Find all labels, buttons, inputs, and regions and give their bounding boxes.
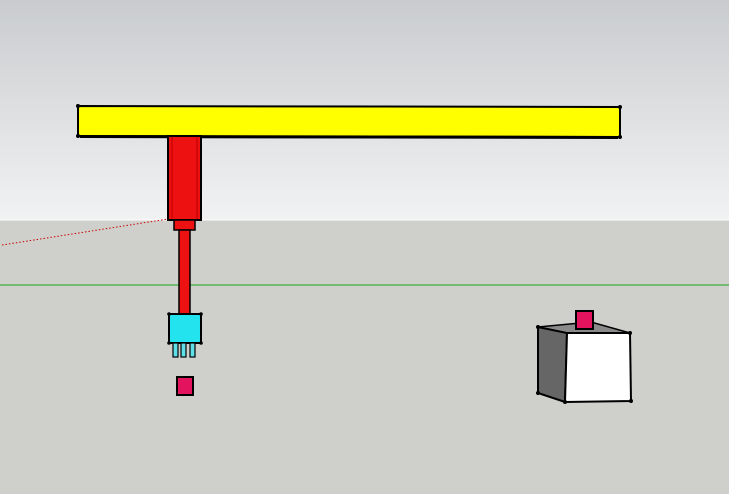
piston-rod[interactable]	[178, 229, 191, 315]
gantry-beam[interactable]	[76, 104, 622, 139]
red-axis-dotted	[1, 218, 169, 246]
floating-part[interactable]	[176, 376, 194, 396]
gripper-fingers[interactable]	[172, 342, 196, 358]
vertical-cylinder[interactable]	[167, 135, 202, 231]
gripper-head[interactable]	[167, 312, 203, 345]
part-on-box[interactable]	[575, 310, 594, 330]
box[interactable]	[536, 321, 633, 404]
